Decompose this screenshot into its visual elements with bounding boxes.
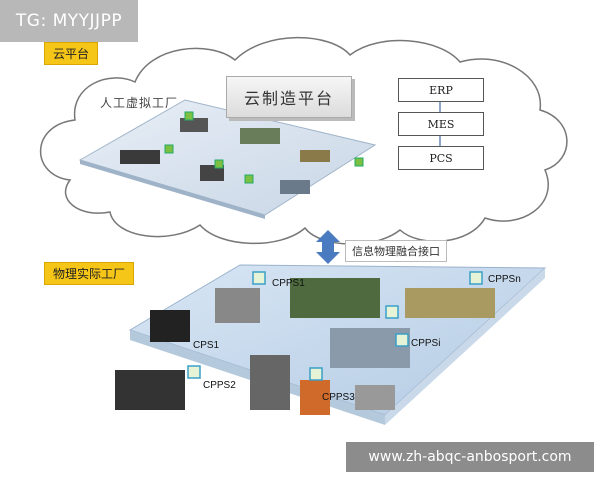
cloud-manufacturing-platform-box: 云制造平台 [226,76,352,118]
virtual-machines [120,111,364,194]
site-watermark: www.zh-abqc-anbosport.com [346,442,594,472]
cpps3-label: CPPS3 [322,392,355,403]
cpps1-label: CPPS1 [272,278,305,289]
cpps2-label: CPPS2 [203,380,236,391]
pcs-box: PCS [398,146,484,170]
mes-box: MES [398,112,484,136]
cppsi-label: CPPSi [411,338,441,349]
erp-box: ERP [398,78,484,102]
watermark-tag: TG: MYYJJPP [0,0,138,42]
cppsn-label: CPPSn [488,274,521,285]
interface-arrow-icon [316,230,340,264]
physical-machines [115,278,495,415]
physical-factory-label: 物理实际工厂 [44,262,135,285]
cps1-label: CPS1 [193,340,220,351]
cyber-physical-interface-label: 信息物理融合接口 [345,240,447,262]
virtual-factory-label: 人工虚拟工厂 [100,96,179,110]
cloud-platform-label: 云平台 [44,42,99,65]
cpps-signal-tags [187,271,483,381]
